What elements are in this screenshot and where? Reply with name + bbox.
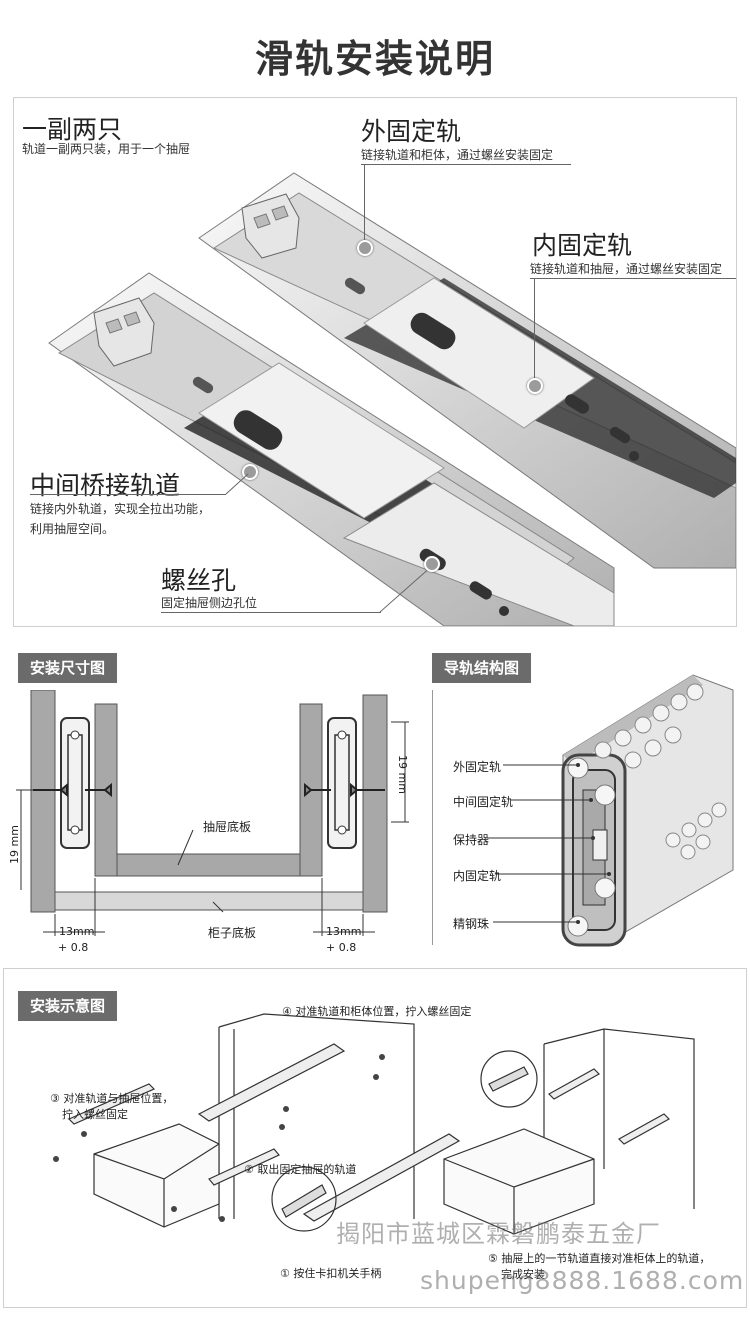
callout-middle-rail-leader — [225, 473, 249, 495]
watermark-company: 揭阳市蓝城区霖磐鹏泰五金厂 — [336, 1220, 661, 1248]
callout-screw-hole-underline — [161, 612, 381, 613]
callout-inner-rail-title: 内固定轨 — [532, 231, 633, 260]
dim-left-horizontal: 13mm — [59, 925, 95, 938]
structure-label-middle: 中间固定轨 — [453, 795, 514, 809]
step-3-line2: 拧入螺丝固定 — [62, 1108, 128, 1121]
callout-screw-hole-leader — [379, 565, 433, 613]
install-diagram-panel: 安装示意图 ④ 对准轨道和柜体位置，拧入螺丝固定 ③ 对准轨道与抽屉位置， 拧入… — [3, 968, 747, 1308]
section-divider — [432, 690, 433, 945]
callout-inner-rail-leader — [534, 278, 535, 380]
callout-middle-rail-desc-2: 利用抽屉空间。 — [30, 522, 115, 536]
install-size-panel: 抽屉底板 柜子底板 19 mm 19 mm 13mm + 0.8 13mm + … — [8, 690, 413, 954]
callout-inner-rail-desc: 链接轨道和抽屉，通过螺丝安装固定 — [530, 262, 723, 276]
step-4: ④ 对准轨道和柜体位置，拧入螺丝固定 — [282, 1005, 472, 1018]
structure-tag: 导轨结构图 — [432, 653, 532, 683]
callout-middle-rail-underline — [30, 494, 226, 495]
dim-right-horizontal: 13mm — [326, 925, 362, 938]
install-size-drawing — [16, 690, 409, 936]
step-3-line1: ③ 对准轨道与抽屉位置， — [50, 1092, 174, 1105]
structure-label-inner: 内固定轨 — [453, 869, 502, 883]
install-diagram-tag: 安装示意图 — [18, 991, 118, 1021]
callout-outer-rail-desc: 链接轨道和柜体，通过螺丝安装固定 — [361, 148, 554, 162]
dim-left-vertical: 19 mm — [7, 825, 21, 864]
callout-middle-rail-title: 中间桥接轨道 — [30, 471, 181, 500]
callout-pair-title: 一副两只 — [22, 115, 123, 144]
cabinet-bottom-label: 柜子底板 — [208, 926, 257, 940]
dim-right-tolerance: + 0.8 — [326, 941, 357, 954]
structure-label-outer: 外固定轨 — [453, 760, 502, 774]
callout-inner-rail-underline — [530, 278, 736, 279]
callout-pair-desc: 轨道一副两只装，用于一个抽屉 — [22, 142, 191, 156]
callout-middle-rail-desc-1: 链接内外轨道，实现全拉出功能， — [30, 502, 211, 516]
callout-outer-rail-dot — [357, 240, 373, 256]
step-5-line2: 完成安装 — [501, 1268, 545, 1281]
callout-screw-hole-desc: 固定抽屉侧边孔位 — [161, 596, 258, 610]
step-2: ② 取出固定抽屉的轨道 — [244, 1163, 357, 1176]
callout-screw-hole-title: 螺丝孔 — [161, 566, 237, 595]
rail-illustration — [48, 172, 736, 626]
watermark-url: shupeng8888.1688.com — [420, 1266, 745, 1295]
drawer-bottom-label: 抽屉底板 — [203, 820, 252, 834]
callout-outer-rail-underline — [361, 164, 571, 165]
structure-label-balls: 精钢珠 — [453, 917, 490, 931]
rail-photo-panel: 一副两只 轨道一副两只装，用于一个抽屉 外固定轨 链接轨道和柜体，通过螺丝安装固… — [13, 97, 737, 627]
step-1: ① 按住卡扣机关手柄 — [280, 1267, 382, 1280]
step-5-line1: ⑤ 抽屉上的一节轨道直接对准柜体上的轨道， — [488, 1252, 711, 1265]
structure-label-retainer: 保持器 — [453, 833, 490, 847]
callout-screw-hole-dot — [424, 556, 440, 572]
callout-outer-rail-title: 外固定轨 — [361, 117, 462, 146]
page-title: 滑轨安装说明 — [254, 37, 495, 81]
install-diagram-drawing — [53, 1013, 695, 1235]
install-size-tag: 安装尺寸图 — [18, 653, 118, 683]
callout-inner-rail-dot — [527, 378, 543, 394]
dim-right-vertical: 19 mm — [395, 755, 409, 794]
structure-drawing — [487, 674, 734, 947]
structure-panel: 外固定轨 中间固定轨 保持器 内固定轨 精钢珠 — [433, 660, 743, 950]
callout-outer-rail-leader — [364, 164, 365, 244]
dim-left-tolerance: + 0.8 — [58, 941, 89, 954]
